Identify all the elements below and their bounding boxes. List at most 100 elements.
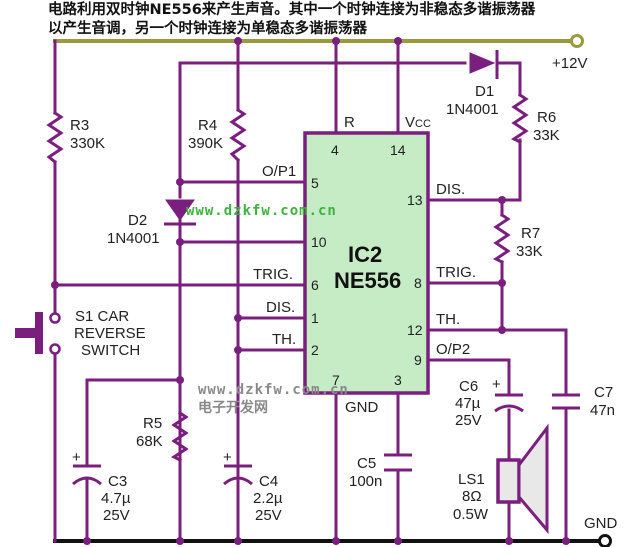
pin-number-5: 5 xyxy=(311,175,319,191)
c6-capacitor xyxy=(494,393,524,413)
ls1-value: 8Ω xyxy=(462,488,482,505)
ls1-ref: LS1 xyxy=(458,471,485,488)
r3-ref: R3 xyxy=(70,117,89,134)
d2-ref: D2 xyxy=(128,212,147,229)
junction-dot xyxy=(176,178,184,186)
supply-terminal xyxy=(570,34,584,48)
s1-label-line1: S1 CAR xyxy=(75,308,129,325)
r6-value: 33K xyxy=(533,127,560,144)
r5-resistor xyxy=(171,410,189,463)
junction-dot xyxy=(498,279,506,287)
r5-ref: R5 xyxy=(143,415,162,432)
junction-dot xyxy=(51,281,59,289)
s1-label-line3: SWITCH xyxy=(81,342,140,359)
junction-dot xyxy=(176,238,184,246)
c4-capacitor xyxy=(223,350,253,486)
pin-label-trig-left: TRIG. xyxy=(253,266,293,283)
d1-ref: D1 xyxy=(475,83,494,100)
c3-capacitor xyxy=(72,464,102,486)
r6-ref: R6 xyxy=(537,109,556,126)
ground-terminal xyxy=(598,534,612,547)
d2-diode xyxy=(164,199,196,226)
pin-label-dis-right: DIS. xyxy=(436,181,465,198)
s1-contact-top xyxy=(49,312,61,324)
junction-dot xyxy=(176,376,184,384)
th-right-wire xyxy=(426,328,568,543)
s1-contact-bottom xyxy=(49,343,61,355)
junction-dot xyxy=(234,314,242,322)
r3-resistor xyxy=(46,110,64,165)
pin-label-op1: O/P1 xyxy=(262,163,296,180)
junction-dot xyxy=(332,537,340,545)
pin-label-dis-left: DIS. xyxy=(266,299,295,316)
pin-number-1: 1 xyxy=(311,310,319,326)
pin-label-vcc: VCC xyxy=(405,114,431,131)
op2-wire xyxy=(426,358,511,543)
junction-dot xyxy=(394,37,402,45)
r4-value: 390K xyxy=(188,135,223,152)
pin-label-th-right: TH. xyxy=(436,311,460,328)
s1-plunger-handle xyxy=(15,328,39,338)
pin-number-12: 12 xyxy=(407,322,423,338)
d1-value: 1N4001 xyxy=(446,101,499,118)
junction-dot xyxy=(498,326,506,334)
watermark-gray-cn: 电子开发网 xyxy=(198,399,268,416)
ground-label: GND xyxy=(584,515,618,532)
d2-value: 1N4001 xyxy=(107,230,160,247)
c4-ref: C4 xyxy=(259,473,278,490)
junction-dot xyxy=(394,537,402,545)
pin-number-13: 13 xyxy=(407,192,423,208)
junction-dot xyxy=(498,196,506,204)
pin-number-6: 6 xyxy=(311,277,319,293)
r6-resistor xyxy=(511,92,529,145)
pin-label-th-left: TH. xyxy=(272,331,296,348)
c3-wire xyxy=(85,378,182,543)
r7-value: 33K xyxy=(516,243,543,260)
c7-capacitor xyxy=(552,393,580,410)
ic-name: IC2 xyxy=(348,242,382,267)
pin-number-8: 8 xyxy=(414,275,422,291)
c4-plus: + xyxy=(223,449,232,466)
description-line-1: 电路利用双时钟NE556来产生声音。其中一个时钟连接为非稳态多谐振荡器 xyxy=(48,2,536,18)
pin-label-trig-right: TRIG. xyxy=(436,264,476,281)
ls1-rating: 0.5W xyxy=(453,506,489,523)
pin-number-10: 10 xyxy=(311,234,327,250)
s1-switch[interactable] xyxy=(15,312,61,355)
junction-dot xyxy=(505,537,513,545)
ic-body xyxy=(303,131,430,395)
pin-label-r: R xyxy=(344,114,355,131)
c3-ref: C3 xyxy=(108,473,127,490)
junction-dots xyxy=(51,37,570,545)
c4-rating: 25V xyxy=(255,507,282,524)
ic-part: NE556 xyxy=(334,268,401,293)
r7-ref: R7 xyxy=(521,225,540,242)
c7-ref: C7 xyxy=(594,384,613,401)
pin-number-2: 2 xyxy=(311,342,319,358)
c4-value: 2.2µ xyxy=(253,490,283,507)
r7-resistor xyxy=(493,212,511,265)
r4-ref: R4 xyxy=(198,117,217,134)
pin-number-7: 7 xyxy=(332,372,340,388)
junction-dot xyxy=(234,346,242,354)
c6-value: 47µ xyxy=(455,395,481,412)
watermark-gray: www.dzkfw.com.cn xyxy=(198,382,349,398)
pin-number-3: 3 xyxy=(394,372,402,388)
junction-dot xyxy=(83,537,91,545)
c5-value: 100n xyxy=(349,473,382,490)
vcc-main: V xyxy=(405,114,415,131)
junction-dot xyxy=(234,537,242,545)
c5-ref: C5 xyxy=(357,455,376,472)
junction-dot xyxy=(332,37,340,45)
c3-value: 4.7µ xyxy=(101,490,131,507)
c3-plus: + xyxy=(72,449,81,466)
c3-rating: 25V xyxy=(103,507,130,524)
pin-label-op2: O/P2 xyxy=(436,341,470,358)
pin-number-14: 14 xyxy=(390,142,406,158)
c5-capacitor xyxy=(384,453,412,472)
r5-value: 68K xyxy=(136,433,163,450)
description-line-2: 以产生音调，另一个时钟连接为单稳态多谐振荡器 xyxy=(48,21,367,37)
ic-gnd-label: GND xyxy=(345,399,379,416)
junction-dot xyxy=(176,537,184,545)
supply-label: +12V xyxy=(552,55,587,72)
